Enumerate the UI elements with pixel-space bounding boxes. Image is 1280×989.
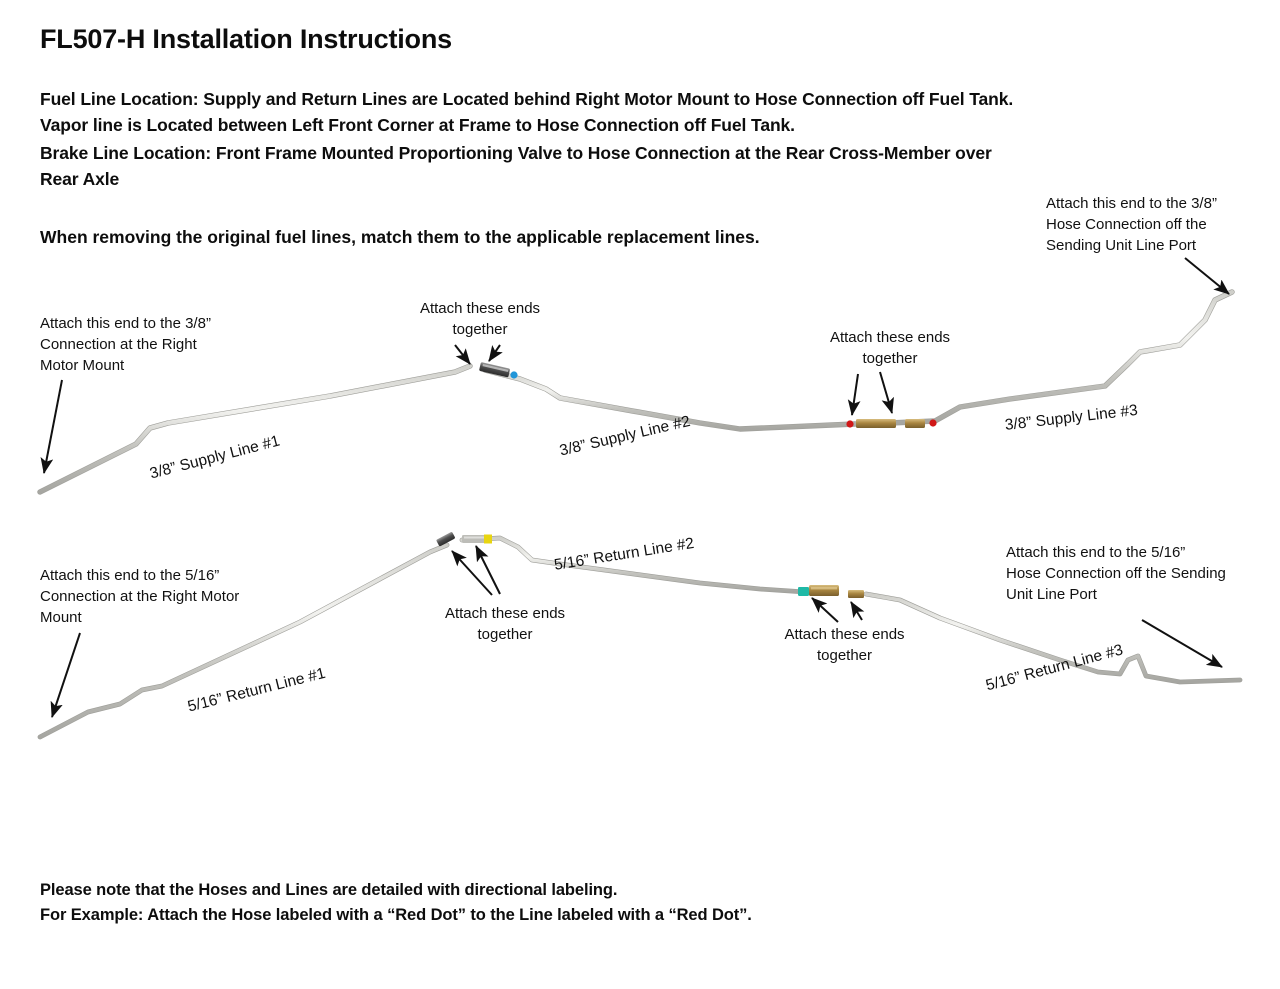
page-title: FL507-H Installation Instructions — [40, 24, 452, 54]
body-line-fuel-location: Fuel Line Location: Supply and Return Li… — [40, 89, 1014, 109]
arrow-supply-mid-b — [488, 344, 503, 362]
marker-red-supply-a — [846, 420, 854, 428]
label-supply-line-3: 3/8” Supply Line #3 — [1004, 401, 1139, 434]
body-line-brake-location: Brake Line Location: Front Frame Mounted… — [40, 143, 992, 163]
callout-supply-mid: Attach these ends together — [419, 300, 541, 338]
supply-junction-1-fitting — [479, 362, 518, 379]
arrow-supply-left — [40, 379, 63, 474]
arrow-supply-right-a — [847, 373, 861, 416]
arrow-return-mid-b — [475, 545, 501, 595]
marker-red-supply-b — [929, 419, 937, 427]
arrow-supply-mid-a — [454, 344, 471, 365]
body-line-rear-axle: Rear Axle — [40, 169, 120, 189]
label-return-line-3: 5/16” Return Line #3 — [984, 641, 1125, 695]
body-line-vapor-location: Vapor line is Located between Left Front… — [40, 115, 795, 135]
label-return-line-2: 5/16” Return Line #2 — [553, 534, 696, 574]
arrow-supply-right-b — [879, 371, 894, 414]
return-junction-1-end-fitting — [436, 532, 455, 547]
marker-yellow-return — [484, 534, 492, 544]
marker-teal-return — [798, 587, 809, 596]
arrow-supply-top-right — [1184, 257, 1230, 295]
arrow-return-mid2-b — [850, 601, 865, 621]
label-supply-line-1: 3/8” Supply Line #1 — [148, 432, 282, 483]
arrow-return-mid2-a — [811, 597, 839, 623]
marker-blue-supply — [510, 371, 518, 379]
label-supply-line-2: 3/8” Supply Line #2 — [558, 412, 692, 460]
supply-junction-2-fitting — [846, 419, 937, 428]
callout-return-mid: Attach these ends together — [444, 605, 566, 643]
callout-return-right: Attach this end to the 5/16” Hose Connec… — [1006, 544, 1226, 603]
label-return-line-1: 5/16” Return Line #1 — [186, 664, 328, 716]
body-emphasis-note: When removing the original fuel lines, m… — [40, 227, 760, 247]
callout-supply-right: Attach these ends together — [829, 329, 951, 367]
footer-note-2: For Example: Attach the Hose labeled wit… — [40, 906, 752, 924]
callout-supply-top-right: Attach this end to the 3/8” Hose Connect… — [1046, 195, 1217, 254]
callout-return-mid-2: Attach these ends together — [784, 626, 905, 664]
callout-supply-left: Attach this end to the 3/8” Connection a… — [40, 315, 211, 374]
callout-return-left: Attach this end to the 5/16” Connection … — [40, 567, 240, 626]
arrow-return-right — [1141, 619, 1223, 668]
return-junction-1-fitting — [462, 534, 492, 544]
return-junction-2-fitting — [798, 585, 864, 598]
arrow-return-left — [50, 632, 81, 718]
footer-note-1: Please note that the Hoses and Lines are… — [40, 881, 618, 899]
arrow-return-mid-a — [451, 550, 493, 596]
supply-line-1-tube — [37, 363, 473, 495]
